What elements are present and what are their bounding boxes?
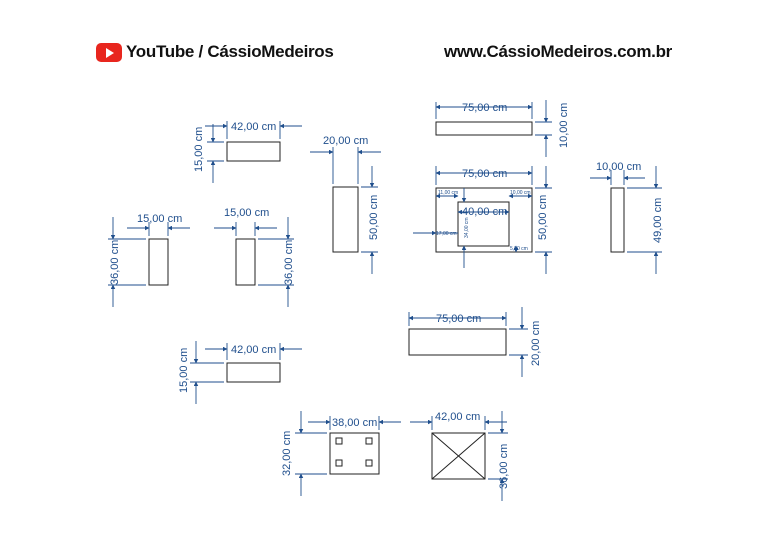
dim-b-width: 20,00 cm — [323, 135, 368, 147]
dim-d-inner-width: 40,00 cm — [462, 206, 507, 218]
dim-f-height: 36,00 cm — [109, 240, 121, 285]
pieces — [148, 121, 625, 480]
dim-d-width: 75,00 cm — [462, 168, 507, 180]
dim-i-width: 42,00 cm — [231, 344, 276, 356]
dim-d-side-gap: 17,00 cm — [436, 231, 457, 237]
dimension-lines — [108, 100, 662, 501]
piece-g — [235, 238, 256, 286]
dim-h-width: 75,00 cm — [436, 313, 481, 325]
site-url[interactable]: www.CássioMedeiros.com.br — [443, 42, 672, 61]
dim-k-height: 36,00 cm — [498, 444, 510, 489]
brand-text: YouTube / CássioMedeiros — [126, 42, 334, 61]
dim-a-height: 15,00 cm — [193, 127, 205, 172]
dim-j-width: 38,00 cm — [332, 417, 377, 429]
hole-1 — [335, 437, 343, 445]
piece-d-inner — [457, 201, 510, 247]
piece-b — [332, 186, 359, 253]
dim-g-width: 15,00 cm — [224, 207, 269, 219]
piece-k-diagonal-2 — [431, 432, 486, 480]
dim-j-height: 32,00 cm — [281, 431, 293, 476]
dim-k-width: 42,00 cm — [435, 411, 480, 423]
piece-f — [148, 238, 169, 286]
piece-c — [435, 121, 533, 136]
header-brand[interactable]: YouTube / CássioMedeiros — [96, 42, 334, 62]
dim-a-width: 42,00 cm — [231, 121, 276, 133]
hole-2 — [365, 437, 373, 445]
dim-e-height: 49,00 cm — [652, 198, 664, 243]
piece-d-outer — [435, 187, 533, 253]
youtube-play-icon — [96, 42, 122, 62]
dim-c-width: 75,00 cm — [462, 102, 507, 114]
dimension-labels: 42,00 cm 15,00 cm 20,00 cm 50,00 cm 75,0… — [109, 102, 664, 489]
hole-3 — [335, 459, 343, 467]
dim-d-height: 50,00 cm — [537, 195, 549, 240]
dim-d-inner-height: 34,00 cm — [464, 217, 470, 238]
piece-i — [226, 362, 281, 383]
dim-d-left-gap: 11,00 cm — [438, 190, 458, 196]
piece-k — [431, 432, 486, 480]
dim-d-right-gap: 10,00 cm — [510, 190, 531, 196]
dim-h-height: 20,00 cm — [530, 321, 542, 366]
small-dimension-labels: 11,00 cm 10,00 cm 17,00 cm 34,00 cm 5,00… — [436, 190, 531, 252]
dim-b-height: 50,00 cm — [368, 195, 380, 240]
piece-a — [226, 141, 281, 162]
dim-f-width: 15,00 cm — [137, 213, 182, 225]
piece-j — [329, 432, 380, 475]
dim-c-height: 10,00 cm — [558, 103, 570, 148]
hole-4 — [365, 459, 373, 467]
piece-e — [610, 187, 625, 253]
dim-d-bottom-gap: 5,00 cm — [510, 246, 528, 252]
dim-e-width: 10,00 cm — [596, 161, 641, 173]
piece-h — [408, 328, 507, 356]
dim-g-height: 36,00 cm — [283, 240, 295, 285]
dim-i-height: 15,00 cm — [178, 348, 190, 393]
